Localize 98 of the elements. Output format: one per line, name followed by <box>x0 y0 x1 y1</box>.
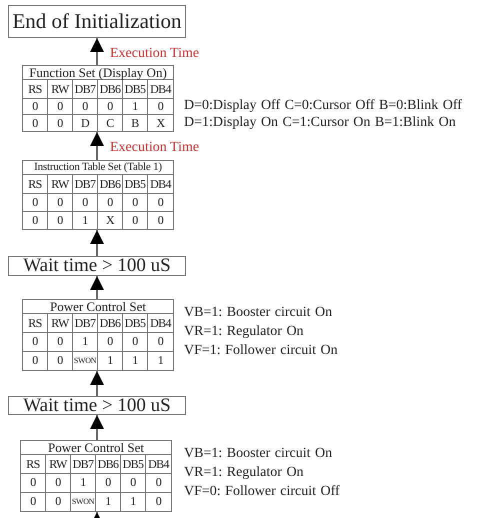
column-header: DB7 <box>71 455 96 474</box>
column-header: DB7 <box>73 175 98 194</box>
arrow <box>90 230 104 256</box>
arrow <box>90 276 104 299</box>
table-cell: 0 <box>98 194 123 212</box>
arrow <box>90 371 104 396</box>
column-header: RS <box>23 80 48 99</box>
column-header: DB5 <box>121 455 146 474</box>
table-cell: D <box>73 115 98 131</box>
column-header: RW <box>48 80 73 99</box>
note-text: VR=1: Regulator On <box>184 465 304 481</box>
column-header: DB6 <box>98 175 123 194</box>
process-box: Wait time > 100 uS <box>8 396 186 415</box>
table-cell: 1 <box>123 352 148 370</box>
table-cell: 0 <box>23 194 48 212</box>
table-cell: 0 <box>48 212 73 229</box>
table-cell-text: 0 <box>154 493 162 510</box>
register-table <box>22 65 174 132</box>
register-table <box>22 160 174 230</box>
column-header: RW <box>46 455 71 474</box>
table-cell: 0 <box>73 99 98 115</box>
table-title: Power Control Set <box>23 300 173 314</box>
column-header: DB5 <box>123 314 148 333</box>
column-header: DB6 <box>98 80 123 99</box>
note-text: VR=1: Regulator On <box>184 324 304 340</box>
table-cell: 0 <box>148 333 173 352</box>
table-cell: 0 <box>23 99 48 115</box>
process-box: End of Initialization <box>8 5 186 38</box>
table-cell: 1 <box>96 492 121 511</box>
table-cell: X <box>98 212 123 229</box>
column-header: RS <box>23 175 48 194</box>
table-title: Function Set (Display On) <box>23 66 173 80</box>
table-cell: 0 <box>21 492 46 511</box>
note-text: VF=1: Follower circuit On <box>184 343 338 359</box>
column-header: DB5 <box>123 80 148 99</box>
process-box: Wait time > 100 uS <box>8 256 186 276</box>
table-cell-text: 0 <box>156 212 164 229</box>
table-cell: 0 <box>23 212 48 229</box>
table-cell: 0 <box>48 194 73 212</box>
table-cell-text: X <box>155 115 166 131</box>
register-table <box>22 299 174 371</box>
note-text: D=1:Display On C=1:Cursor On B=1:Blink On <box>184 115 456 131</box>
column-header: DB6 <box>98 314 123 333</box>
table-cell: B <box>123 115 148 131</box>
column-header: RW <box>48 175 73 194</box>
table-cell: 0 <box>146 474 171 492</box>
table-cell: 0 <box>73 194 98 212</box>
table-cell: 0 <box>46 474 71 492</box>
table-cell: SWON <box>73 352 98 370</box>
table-cell: 0 <box>48 352 73 370</box>
column-header: DB7 <box>73 314 98 333</box>
column-header: DB4 <box>148 80 173 99</box>
note-text: VB=1: Booster circuit On <box>184 446 332 462</box>
table-cell: 1 <box>98 352 123 370</box>
note-text: VF=0: Follower circuit Off <box>184 484 340 500</box>
edge-label: Execution Time <box>110 46 200 60</box>
table-cell: 1 <box>71 474 96 492</box>
column-header: RW <box>48 314 73 333</box>
note-text: D=0:Display Off C=0:Cursor Off B=0:Blink Off <box>184 98 462 114</box>
table-cell: 0 <box>48 115 73 131</box>
table-cell: 0 <box>48 333 73 352</box>
column-header: RS <box>23 314 48 333</box>
table-title: Power Control Set <box>21 441 171 455</box>
table-cell: 0 <box>48 99 73 115</box>
table-cell: 1 <box>121 492 146 511</box>
table-cell: 1 <box>73 212 98 229</box>
table-cell: 0 <box>46 492 71 511</box>
column-header: DB6 <box>96 455 121 474</box>
arrow <box>90 132 104 160</box>
table-cell: 0 <box>23 115 48 131</box>
table-cell-text: 1 <box>156 352 164 370</box>
table-cell: 0 <box>23 352 48 370</box>
column-header: DB4 <box>146 455 171 474</box>
table-cell: 0 <box>21 474 46 492</box>
table-cell: 0 <box>98 99 123 115</box>
table-cell: 0 <box>121 474 146 492</box>
arrow <box>90 415 104 440</box>
table-cell: 1 <box>73 333 98 352</box>
table-cell: 0 <box>98 333 123 352</box>
table-cell: 0 <box>148 194 173 212</box>
table-title: Instruction Table Set (Table 1) <box>23 161 173 175</box>
register-table <box>20 440 172 512</box>
column-header: DB7 <box>73 80 98 99</box>
column-header: DB4 <box>148 175 173 194</box>
table-cell: 0 <box>123 333 148 352</box>
column-header: DB4 <box>148 314 173 333</box>
table-cell: 0 <box>96 474 121 492</box>
table-cell: 0 <box>23 333 48 352</box>
table-cell: 0 <box>123 194 148 212</box>
column-header: DB5 <box>123 175 148 194</box>
column-header: RS <box>21 455 46 474</box>
table-cell: 1 <box>123 99 148 115</box>
table-cell: 0 <box>123 212 148 229</box>
table-cell: SWON <box>71 492 96 511</box>
arrow <box>90 38 104 65</box>
note-text: VB=1: Booster circuit On <box>184 305 332 321</box>
table-cell: C <box>98 115 123 131</box>
table-cell: 0 <box>148 99 173 115</box>
